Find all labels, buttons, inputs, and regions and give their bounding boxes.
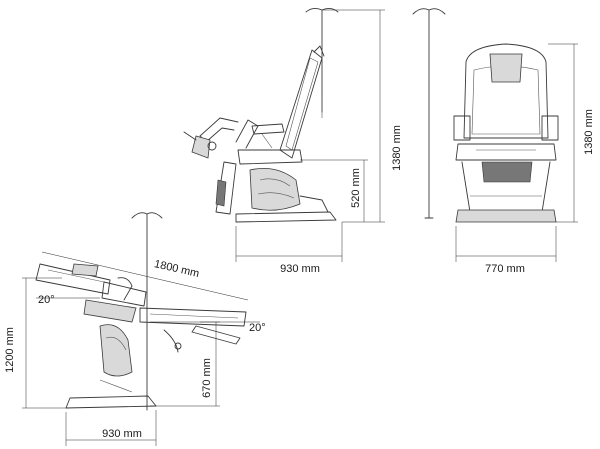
front-view <box>412 8 578 262</box>
dim-reclined-seat-height: 670 mm <box>201 358 213 398</box>
dim-front-height: 1380 mm <box>583 109 595 155</box>
dim-side-depth: 930 mm <box>280 263 320 275</box>
dim-reclined-depth: 930 mm <box>102 428 142 440</box>
dim-reclined-height: 1200 mm <box>4 327 16 373</box>
dim-tilt-angle-right: 20° <box>249 322 266 334</box>
dim-side-height: 1380 mm <box>391 125 403 171</box>
dim-front-width: 770 mm <box>485 263 525 275</box>
dim-seat-height: 520 mm <box>350 168 362 208</box>
iv-pole-reclined <box>131 212 163 411</box>
side-view-upright <box>183 7 385 262</box>
side-view-reclined <box>22 212 260 446</box>
dim-tilt-angle-left: 20° <box>38 294 55 306</box>
iv-pole-front <box>412 8 446 219</box>
dim-reclined-length: 1800 mm <box>153 258 200 280</box>
iv-pole-side <box>305 7 339 118</box>
